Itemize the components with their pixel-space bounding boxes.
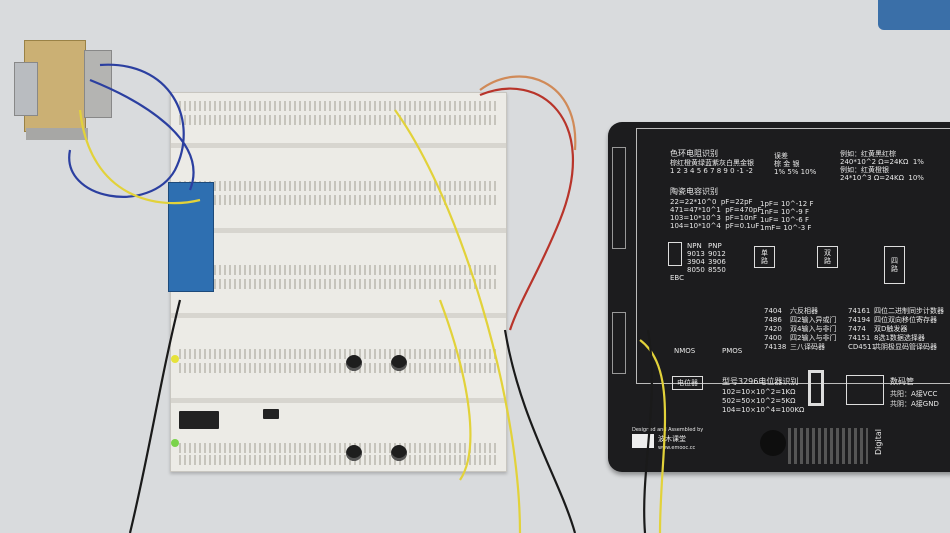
- ic-list-row: 7400 四2输入与非门: [764, 334, 836, 343]
- cap-line: 103=10*10^3 pF=10nF: [670, 214, 758, 222]
- ic-part: 7400: [764, 334, 782, 342]
- ic-desc: 四位双向移位寄存器: [874, 316, 937, 324]
- buzzer: [760, 430, 786, 456]
- digital-circuit-board: 色环电阻识别 棕红橙黄绿蓝紫灰白黑金银 1 2 3 4 5 6 7 8 9 0 …: [608, 122, 950, 472]
- potentiometer-label: 电位器: [672, 376, 703, 390]
- pot-line: 102=10×10^2=1KΩ: [722, 388, 796, 396]
- header-pins: [612, 147, 626, 249]
- transistor-symbol: [668, 242, 682, 266]
- ic-part: 7474: [848, 325, 866, 333]
- cap-line: 22=22*10^0 pF=22pF: [670, 198, 753, 206]
- ic-desc: 四位二进制同步计数器: [874, 307, 944, 315]
- pot-line: 104=10×10^4=100KΩ: [722, 406, 805, 414]
- unit-line: 1uF= 10^-6 F: [760, 216, 810, 224]
- pot-title: 型号3296电位器识别: [722, 377, 799, 386]
- blue-object: [878, 0, 950, 30]
- ic-part: 7486: [764, 316, 782, 324]
- power-module: [168, 182, 214, 292]
- ic-list-row: 7486 四2输入异或门: [764, 316, 836, 325]
- ic-list-row: 7404 六反相器: [764, 307, 836, 316]
- capacitor: [391, 445, 407, 461]
- ic-list-row: 7474 双D触发器: [848, 325, 944, 334]
- ic-list-row: 7420 双4输入与非门: [764, 325, 836, 334]
- resistor-colors: 棕红橙黄绿蓝紫灰白黑金银: [670, 159, 754, 167]
- segment-anode: 共阳：A接VCC: [890, 390, 938, 398]
- footer-assembled: Designed and Assembled by: [632, 427, 704, 433]
- example2-value: 24*10^3 Ω=24KΩ 10%: [840, 174, 924, 182]
- quad-opamp: 四 路: [884, 246, 905, 284]
- black-wire: [503, 329, 577, 533]
- segment-display-symbol: [846, 375, 884, 405]
- pmos-label: PMOS: [722, 347, 743, 355]
- ic-part: 74194: [848, 316, 871, 324]
- pot-line: 502=50×10^2=5KΩ: [722, 397, 796, 405]
- ic-chip: [263, 409, 279, 419]
- example2-title: 例如：红黄橙银: [840, 166, 889, 174]
- tolerance-values: 1% 5% 10%: [774, 168, 817, 176]
- unit-line: 1nF= 10^-9 F: [760, 208, 810, 216]
- pnp-parts: 9012 3906 8550: [708, 250, 726, 274]
- unit-line: 1pF= 10^-12 F: [760, 200, 814, 208]
- capacitor: [391, 355, 407, 371]
- ic-desc: 双D触发器: [874, 325, 908, 333]
- tolerance-title: 误差: [774, 152, 788, 160]
- ic-part: CD4511: [848, 343, 877, 351]
- digital-label: Digital: [873, 429, 883, 455]
- segment-title: 数码管: [890, 377, 914, 386]
- cap-line: 471=47*10^1 pF=470pF: [670, 206, 762, 214]
- ic-desc: 四2输入异或门: [790, 316, 837, 324]
- led-green: [171, 439, 179, 447]
- transformer: [14, 40, 112, 140]
- led-yellow: [171, 355, 179, 363]
- dual-opamp: 双 路: [817, 246, 838, 268]
- capacitor: [346, 355, 362, 371]
- resistor-title: 色环电阻识别: [670, 149, 718, 158]
- pin-header-strip: [788, 428, 868, 464]
- example1-title: 例如：红黄黑红棕: [840, 150, 896, 158]
- ic-desc: 双4输入与非门: [790, 325, 837, 333]
- ic-desc: 8选1数据选择器: [874, 334, 925, 342]
- nmos-label: NMOS: [674, 347, 696, 355]
- resistor-digits: 1 2 3 4 5 6 7 8 9 0 -1 -2: [670, 167, 753, 175]
- header-pins: [612, 312, 626, 374]
- ic-part: 74161: [848, 307, 871, 315]
- footer-brand: 波木课堂: [658, 435, 686, 443]
- segment-cathode: 共阴：A接GND: [890, 400, 939, 408]
- ic-desc: 共阴极显码管译码器: [874, 343, 937, 351]
- capacitor-title: 陶瓷电容识别: [670, 187, 718, 196]
- npn-parts: 9013 3904 8050: [687, 250, 705, 274]
- ic-desc: 六反相器: [790, 307, 818, 315]
- ic-part: 7420: [764, 325, 782, 333]
- ic-chip: [179, 411, 219, 429]
- footer-url: www.emooc.cc: [658, 445, 696, 451]
- ic-part: 7404: [764, 307, 782, 315]
- capacitor: [346, 445, 362, 461]
- example1-value: 240*10^2 Ω=24KΩ 1%: [840, 158, 924, 166]
- brand-logo-icon: [632, 434, 654, 448]
- unit-line: 1mF= 10^-3 F: [760, 224, 812, 232]
- npn-label: NPN: [687, 242, 702, 250]
- ic-list-row: CD4511共阴极显码管译码器: [848, 343, 944, 352]
- pnp-label: PNP: [708, 242, 722, 250]
- tolerance-colors: 棕 金 银: [774, 160, 800, 168]
- seven-segment-symbol: [808, 370, 824, 406]
- ic-desc: 三八译码器: [790, 343, 825, 351]
- breadboard: [170, 92, 507, 472]
- ic-part: 74151: [848, 334, 871, 342]
- ebc-label: EBC: [670, 274, 684, 282]
- ic-part: 74138: [764, 343, 787, 351]
- single-opamp: 单 路: [754, 246, 775, 268]
- cap-line: 104=10*10^4 pF=0.1uF: [670, 222, 760, 230]
- ic-desc: 四2输入与非门: [790, 334, 837, 342]
